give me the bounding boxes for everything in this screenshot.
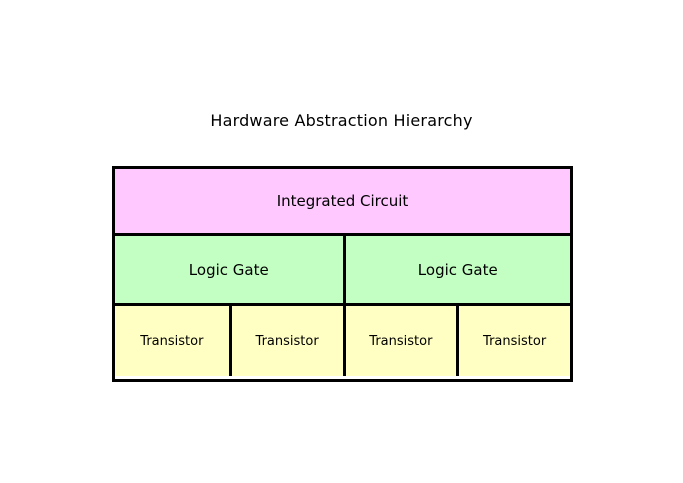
page-title: Hardware Abstraction Hierarchy	[210, 111, 473, 130]
cell-transistor-2[interactable]: Transistor	[228, 306, 343, 376]
hierarchy-row-integrated-circuit: Integrated Circuit	[115, 169, 570, 236]
hierarchy-row-transistor: Transistor Transistor Transistor Transis…	[115, 306, 570, 376]
cell-label: Transistor	[369, 333, 433, 349]
cell-label: Transistor	[140, 333, 204, 349]
cell-label: Integrated Circuit	[276, 192, 409, 210]
cell-logic-gate-1[interactable]: Logic Gate	[115, 236, 343, 303]
cell-label: Logic Gate	[188, 260, 269, 279]
hierarchy-diagram: Integrated Circuit Logic Gate Logic Gate…	[112, 166, 573, 382]
cell-logic-gate-2[interactable]: Logic Gate	[342, 236, 570, 303]
cell-integrated-circuit[interactable]: Integrated Circuit	[115, 169, 570, 233]
cell-transistor-1[interactable]: Transistor	[115, 306, 229, 376]
cell-label: Logic Gate	[417, 260, 498, 279]
cell-transistor-4[interactable]: Transistor	[456, 306, 570, 376]
cell-transistor-3[interactable]: Transistor	[342, 306, 457, 376]
hierarchy-row-logic-gate: Logic Gate Logic Gate	[115, 236, 570, 306]
cell-label: Transistor	[483, 333, 547, 349]
cell-label: Transistor	[255, 333, 319, 349]
